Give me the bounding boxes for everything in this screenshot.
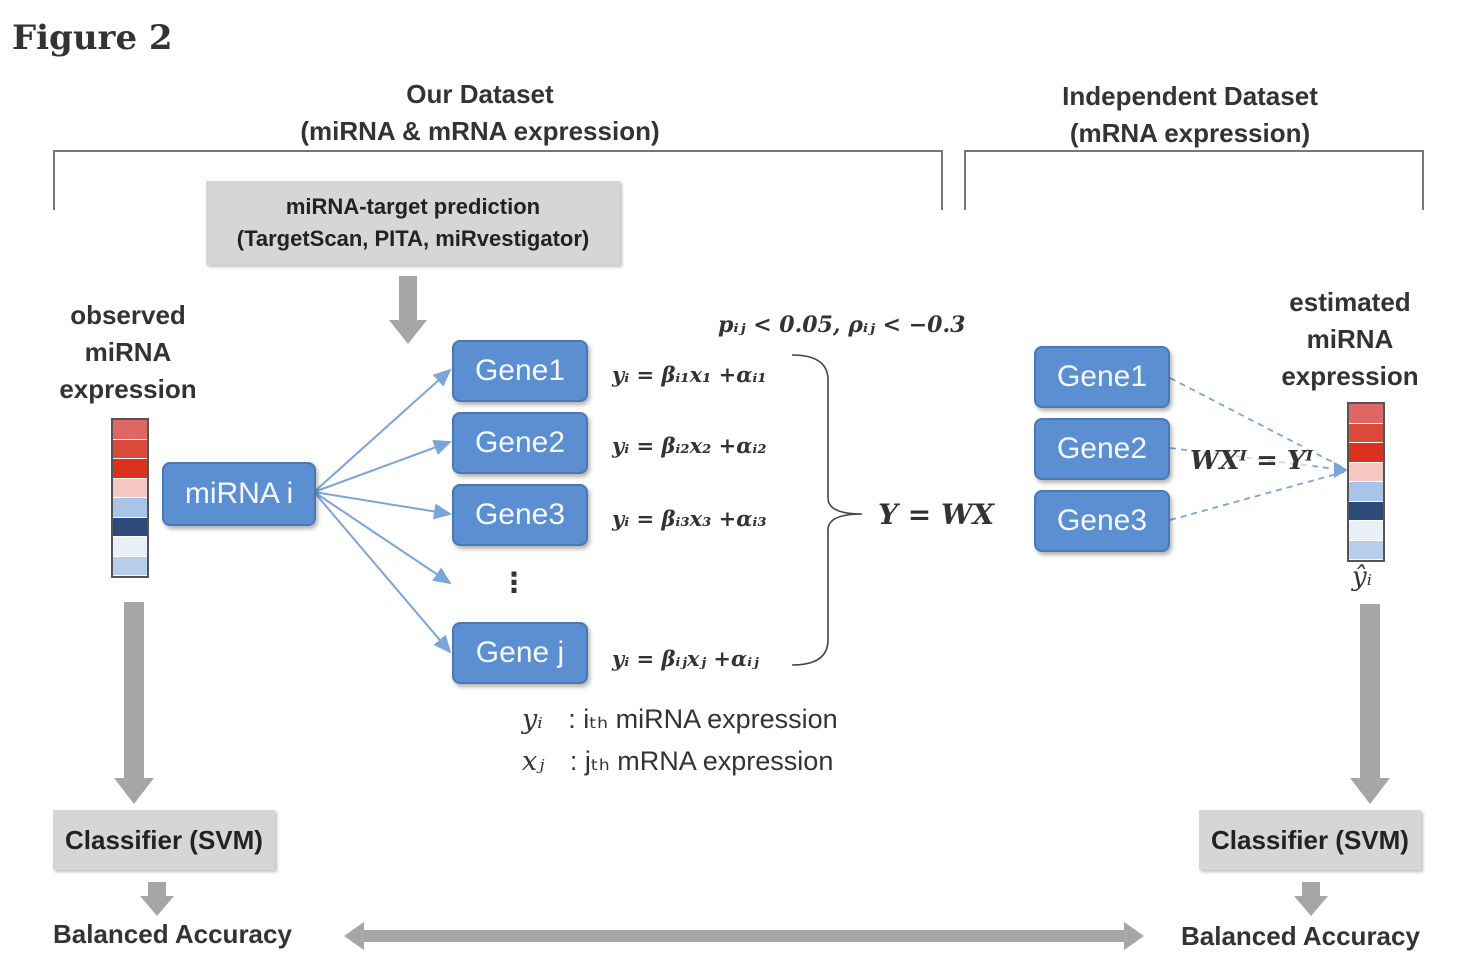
legend-y-symbol: yᵢ: [522, 704, 543, 735]
equation-gene-j: yᵢ = βᵢⱼxⱼ +αᵢⱼ: [612, 646, 759, 671]
our-dataset-heading: Our Dataset (miRNA & mRNA expression): [230, 76, 730, 150]
independent-dataset-subtitle: (mRNA expression): [1069, 118, 1311, 148]
equations-brace: [791, 354, 863, 666]
observed-strip-cell: [113, 537, 147, 557]
our-dataset-subtitle: (miRNA & mRNA expression): [300, 116, 660, 146]
estimated-label-line1: estimated: [1289, 287, 1411, 317]
independent-dataset-title: Independent Dataset: [1062, 81, 1318, 111]
right-classifier-box: Classifier (SVM): [1199, 810, 1421, 870]
right-gene3-box: Gene3: [1034, 490, 1170, 552]
more-genes-ellipsis: ⋮: [500, 567, 528, 598]
observed-label-line1: observed: [70, 300, 186, 330]
right-small-down-arrow: [1294, 882, 1328, 916]
observed-strip-cell: [113, 420, 147, 440]
legend-x: xⱼ : jₜₕ mRNA expression: [522, 746, 833, 777]
right-gene2-box: Gene2: [1034, 418, 1170, 480]
left-classifier-box: Classifier (SVM): [53, 810, 275, 870]
mirna-i-box: miRNA i: [162, 462, 316, 526]
observed-strip-cell: [113, 517, 147, 537]
observed-strip-cell: [113, 498, 147, 518]
estimated-strip-cell: [1349, 521, 1383, 541]
equation-gene3: yᵢ = βᵢ₃x₃ +αᵢ₃: [612, 506, 767, 531]
legend-x-text: : jₜₕ mRNA expression: [569, 746, 834, 776]
observed-label-line3: expression: [59, 374, 197, 404]
estimation-equation: WXᴵ = Yᴵ: [1190, 446, 1314, 476]
legend-y: yᵢ : iₜₕ miRNA expression: [522, 704, 838, 735]
left-balanced-accuracy: Balanced Accuracy: [53, 919, 292, 949]
significance-threshold: pᵢⱼ < 0.05, ρᵢⱼ < −0.3: [718, 312, 966, 338]
mirna-to-gene-arrows: [313, 368, 452, 654]
gene-j-box: Gene j: [452, 622, 588, 684]
our-dataset-bracket: [53, 150, 943, 210]
target-prediction-box: miRNA-target prediction (TargetScan, PIT…: [206, 181, 620, 265]
target-prediction-tools: (TargetScan, PITA, miRvestigator): [236, 226, 590, 251]
legend-y-text: : iₜₕ miRNA expression: [568, 704, 838, 734]
right-gene1-box: Gene1: [1034, 346, 1170, 408]
independent-dataset-bracket: [964, 150, 1424, 210]
estimated-label-line2: miRNA: [1306, 324, 1394, 354]
left-small-down-arrow: [140, 882, 174, 916]
legend-x-symbol: xⱼ: [522, 746, 545, 777]
gene1-box: Gene1: [452, 340, 588, 402]
estimated-strip-cell: [1349, 540, 1383, 560]
estimated-strip-cell: [1349, 482, 1383, 502]
gene2-box: Gene2: [452, 412, 588, 474]
estimated-expression-strip: [1347, 402, 1385, 562]
estimated-strip-cell: [1349, 443, 1383, 463]
prediction-down-arrow: [389, 276, 427, 344]
estimated-strip-cell: [1349, 501, 1383, 521]
estimated-strip-cell: [1349, 462, 1383, 482]
observed-strip-cell: [113, 556, 147, 576]
equation-gene1: yᵢ = βᵢ₁x₁ +αᵢ₁: [612, 362, 767, 387]
estimated-label-line3: expression: [1281, 361, 1419, 391]
observed-label-line2: miRNA: [84, 337, 172, 367]
gene3-box: Gene3: [452, 484, 588, 546]
estimated-strip-cell: [1349, 423, 1383, 443]
comparison-double-arrow: [344, 922, 1144, 950]
our-dataset-title: Our Dataset: [406, 79, 554, 109]
left-down-arrow: [114, 602, 154, 804]
equation-gene2: yᵢ = βᵢ₂x₂ +αᵢ₂: [612, 433, 767, 458]
estimation-dashed-lines: [1169, 377, 1345, 521]
figure-title: Figure 2: [12, 18, 173, 58]
right-down-arrow: [1350, 604, 1390, 804]
observed-strip-cell: [113, 459, 147, 479]
independent-dataset-heading: Independent Dataset (mRNA expression): [1000, 78, 1380, 152]
observed-expression-strip: [111, 418, 149, 578]
target-prediction-title: miRNA-target prediction: [285, 194, 541, 219]
matrix-equation: Y = WX: [878, 498, 995, 531]
right-balanced-accuracy: Balanced Accuracy: [1181, 921, 1420, 951]
observed-mirna-label: observed miRNA expression: [48, 297, 208, 408]
observed-strip-cell: [113, 478, 147, 498]
estimated-strip-cell: [1349, 404, 1383, 424]
estimation-arrowhead: [1334, 462, 1348, 478]
observed-strip-cell: [113, 439, 147, 459]
estimated-y-hat-label: ŷᵢ: [1352, 562, 1372, 592]
estimated-mirna-label: estimated miRNA expression: [1268, 284, 1432, 395]
